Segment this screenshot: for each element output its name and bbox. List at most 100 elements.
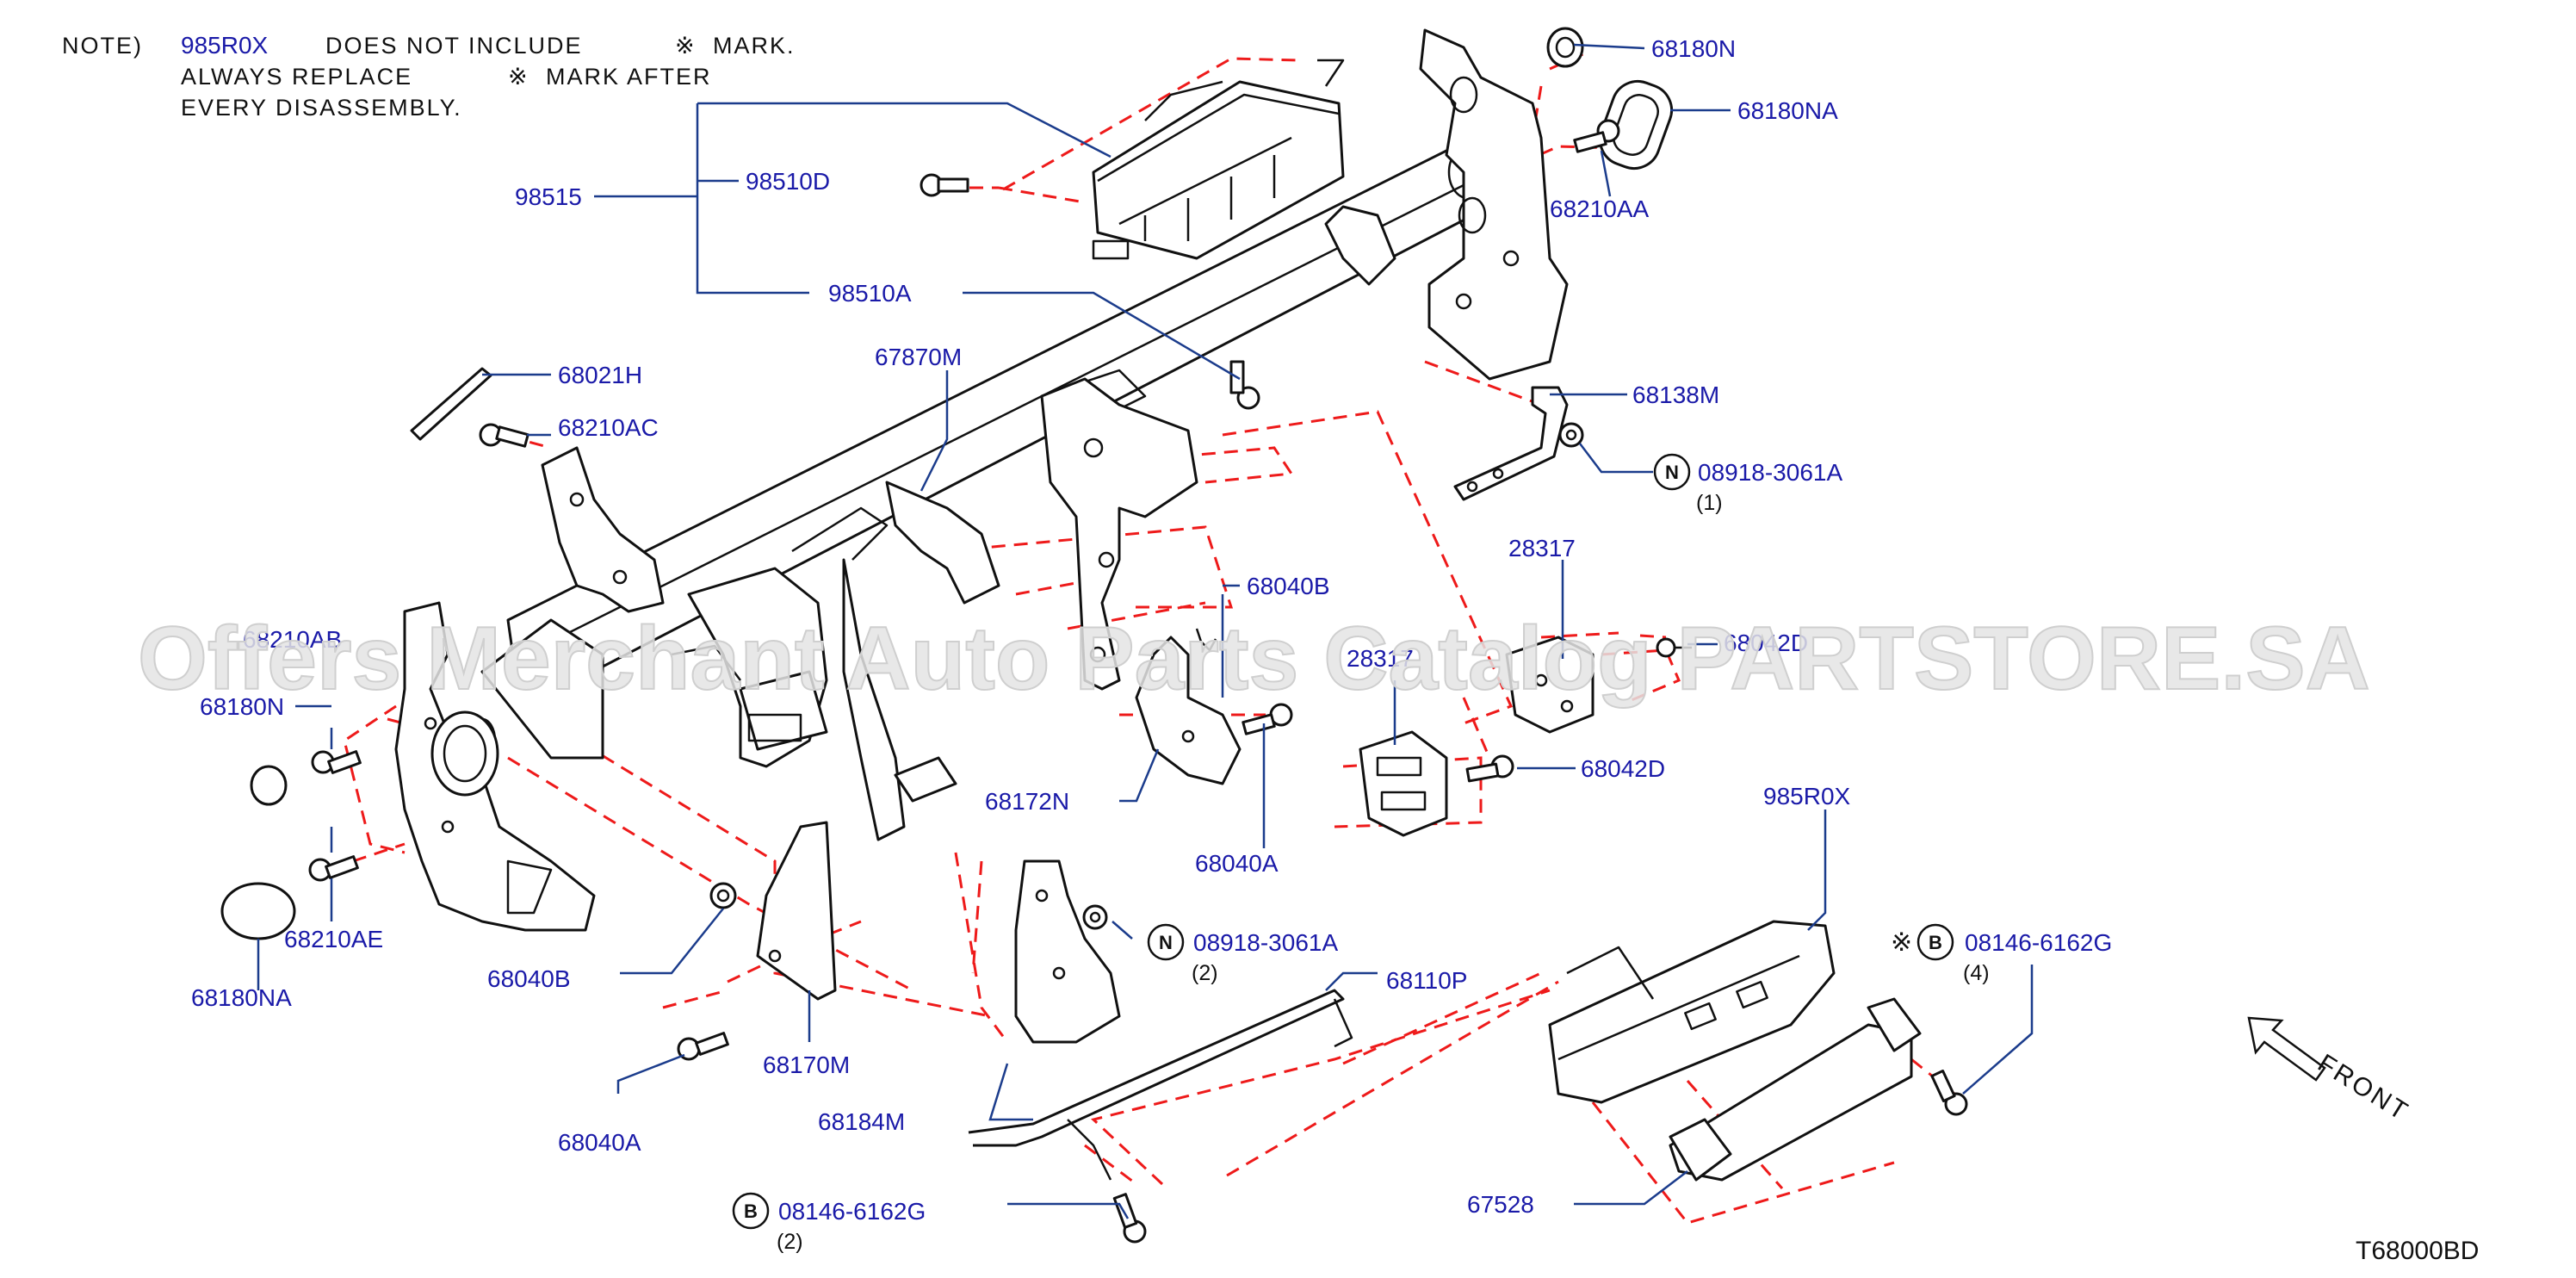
- front-indicator: FRONT: [2247, 1016, 2414, 1127]
- left-end-bracket[interactable]: [394, 601, 596, 932]
- label-68021h[interactable]: 68021H: [558, 362, 642, 388]
- label-68180na[interactable]: 68180NA: [191, 984, 292, 1011]
- nut-08918-mid[interactable]: [1082, 904, 1108, 930]
- qty-08146-bot: (2): [777, 1230, 803, 1254]
- bolt-68040a-bot[interactable]: [677, 1032, 729, 1061]
- front-label: FRONT: [2313, 1049, 2414, 1127]
- bracket-68138m[interactable]: [1453, 386, 1569, 501]
- label-68184m[interactable]: 68184M: [818, 1108, 905, 1135]
- note-line2b: MARK AFTER: [546, 64, 712, 90]
- parts-group: [220, 27, 1922, 1182]
- nut-symbol-top-letter: N: [1665, 462, 1679, 483]
- label-68040a-bot[interactable]: 68040A: [558, 1129, 641, 1156]
- rod-68110p[interactable]: [968, 989, 1353, 1181]
- label-28317-mid[interactable]: 28317: [1347, 645, 1414, 672]
- label-68210ab[interactable]: 68210AB: [243, 626, 342, 653]
- label-98510a[interactable]: 98510A: [828, 280, 912, 307]
- center-stay[interactable]: [1040, 377, 1198, 691]
- bolt-68042d-upper[interactable]: [1656, 637, 1692, 658]
- bolt-symbol-right: [1917, 923, 1954, 961]
- label-68042d-top[interactable]: 68042D: [1724, 630, 1808, 656]
- nut-symbol-mid-letter: N: [1159, 932, 1173, 953]
- label-68180na-top[interactable]: 68180NA: [1737, 97, 1838, 124]
- passenger-airbag-module[interactable]: [1092, 59, 1345, 260]
- label-68210aa[interactable]: 68210AA: [1550, 195, 1650, 222]
- watermark: Offers Merchant Auto Parts Catalog PARTS…: [138, 609, 2370, 709]
- nut-68040b-bot[interactable]: [709, 882, 737, 909]
- diagram-code: T68000BD: [2356, 1237, 2479, 1265]
- label-68040b-bot[interactable]: 68040B: [487, 965, 571, 992]
- label-08918-top[interactable]: 08918-3061A: [1698, 459, 1842, 486]
- label-68138m[interactable]: 68138M: [1632, 382, 1719, 408]
- leader-lines: [257, 43, 2034, 1219]
- qty-08918-mid: (2): [1192, 961, 1218, 985]
- plug-68180n-top[interactable]: [1546, 27, 1584, 68]
- label-68172n[interactable]: 68172N: [985, 788, 1069, 815]
- left-upper-bracket[interactable]: [541, 446, 665, 613]
- label-68042d[interactable]: 68042D: [1581, 755, 1665, 782]
- note-line3: EVERY DISASSEMBLY.: [181, 95, 462, 121]
- label-08918-mid[interactable]: 08918-3061A: [1193, 929, 1338, 956]
- bracket-28317-lower[interactable]: [1359, 730, 1448, 837]
- label-67528[interactable]: 67528: [1467, 1191, 1534, 1218]
- bolt-68210ac[interactable]: [479, 423, 529, 448]
- bolt-symbol-right-letter: B: [1929, 932, 1942, 953]
- note-part-number[interactable]: 985R0X: [181, 32, 269, 59]
- note-line1: DOES NOT INCLUDE: [325, 33, 583, 59]
- upper-right-bracket[interactable]: [1419, 28, 1569, 381]
- label-68170m[interactable]: 68170M: [763, 1052, 850, 1078]
- label-68110p[interactable]: 68110P: [1386, 967, 1467, 994]
- nut-symbol-mid: [1147, 923, 1185, 961]
- label-98510d[interactable]: 98510D: [746, 168, 830, 195]
- note-block: NOTE) 985R0X DOES NOT INCLUDE ※ MARK. AL…: [62, 32, 796, 121]
- bolt-68210ae[interactable]: [308, 855, 359, 882]
- label-68210ae[interactable]: 68210AE: [284, 926, 383, 952]
- bolt-symbol-bot-letter: B: [744, 1200, 758, 1222]
- bolt-68210ab[interactable]: [311, 750, 362, 774]
- steering-column-bracket[interactable]: [671, 567, 828, 768]
- glove-box-985r0x[interactable]: [1548, 920, 1836, 1104]
- label-985r0x[interactable]: 985R0X: [1763, 783, 1851, 810]
- rail-67528[interactable]: [1669, 997, 1922, 1182]
- note-prefix: NOTE): [62, 33, 143, 59]
- bracket-68184m[interactable]: [1014, 859, 1121, 1044]
- note-line2a: ALWAYS REPLACE: [181, 64, 412, 90]
- clip-68040b-top[interactable]: [1195, 628, 1217, 652]
- nut-symbol-top: [1653, 453, 1691, 491]
- note-line1-mark: MARK.: [713, 33, 796, 59]
- center-stay-2[interactable]: [842, 481, 1000, 841]
- bolt-68040a-mid[interactable]: [1242, 703, 1293, 735]
- bracket-68170m[interactable]: [756, 821, 837, 1001]
- label-68040b-top[interactable]: 68040B: [1247, 573, 1330, 599]
- bracket-68172n[interactable]: [1135, 636, 1242, 785]
- bolt-08146-bot[interactable]: [1112, 1193, 1147, 1244]
- fasteners: [308, 119, 1968, 1244]
- part-labels: 98515 98510D 98510A 68180N 68180NA 68210…: [191, 35, 2112, 1254]
- bolt-08146-right[interactable]: [1930, 1070, 1968, 1116]
- bolt-68042d[interactable]: [1465, 754, 1514, 783]
- grommet-68180na-top[interactable]: [1593, 74, 1679, 176]
- label-68180n[interactable]: 68180N: [200, 693, 284, 720]
- label-08146-bot[interactable]: 08146-6162G: [778, 1198, 926, 1225]
- mark-symbol-right: ※: [1891, 928, 1912, 957]
- plug-68180n[interactable]: [250, 765, 288, 806]
- label-68210ac[interactable]: 68210AC: [558, 414, 659, 441]
- nut-08918-top[interactable]: [1558, 422, 1584, 448]
- label-68180n-top[interactable]: 68180N: [1651, 35, 1736, 62]
- qty-08146-right: (4): [1963, 961, 1990, 985]
- front-arrow-icon: [2247, 1016, 2326, 1082]
- qty-08918-top: (1): [1696, 491, 1723, 515]
- note-mark-symbol: ※: [675, 33, 697, 59]
- strip-68021h[interactable]: [410, 367, 492, 441]
- label-68040a-mid[interactable]: 68040A: [1195, 850, 1279, 877]
- bolt-98510d[interactable]: [920, 173, 969, 197]
- bolt-68210aa[interactable]: [1573, 119, 1620, 153]
- bracket-28317-upper[interactable]: [1505, 636, 1595, 734]
- label-98515[interactable]: 98515: [515, 183, 582, 210]
- bolt-98510a[interactable]: [1229, 360, 1260, 410]
- label-08146-right[interactable]: 08146-6162G: [1965, 929, 2112, 956]
- label-28317-top[interactable]: 28317: [1508, 535, 1576, 561]
- bolt-symbol-bot: [732, 1192, 770, 1230]
- label-67870m[interactable]: 67870M: [875, 344, 962, 370]
